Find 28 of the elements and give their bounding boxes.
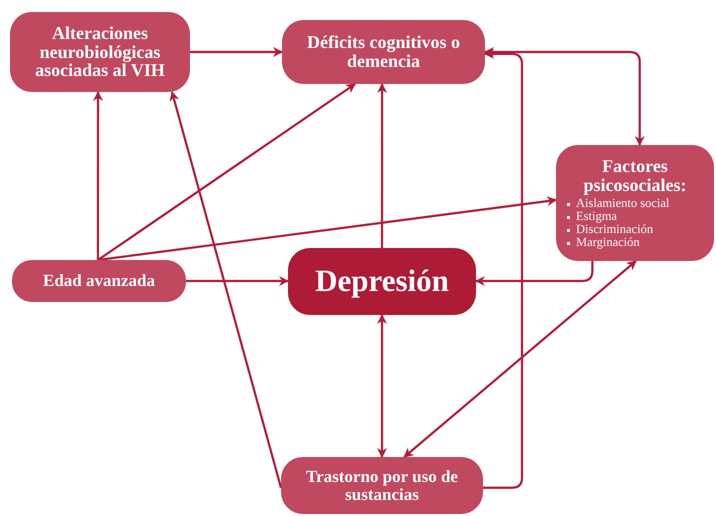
arrow [377, 314, 387, 458]
arrow [377, 83, 388, 248]
arrow [475, 261, 594, 286]
node-label: Trastorno por uso de sustancias [305, 468, 459, 504]
process-box [288, 248, 476, 315]
arrow [186, 276, 289, 286]
node-label: Factores psicosociales: [582, 156, 688, 195]
list-item: Aislamiento social [564, 196, 706, 210]
node-label: Déficits cognitivos o demencia [306, 33, 461, 71]
list-item: Estigma [564, 210, 706, 223]
node-label: Depresión [315, 265, 449, 298]
arrow [483, 48, 524, 489]
arrow [403, 260, 637, 458]
arrow [190, 47, 283, 57]
process-box [556, 145, 714, 261]
process-box [10, 12, 190, 92]
node-label: Edad avanzada [43, 272, 155, 290]
process-box [282, 20, 485, 84]
process-box [281, 457, 483, 514]
process-box [12, 260, 186, 302]
list-item: Discriminación [564, 222, 706, 236]
arrow [97, 83, 356, 261]
list-item: Marginación [564, 236, 706, 250]
arrow [170, 91, 282, 488]
arrow [98, 196, 557, 262]
node-label: Alteraciones neurobiológicas asociadas al VIH [34, 24, 166, 80]
arrow [93, 91, 103, 260]
arrow [484, 47, 645, 146]
